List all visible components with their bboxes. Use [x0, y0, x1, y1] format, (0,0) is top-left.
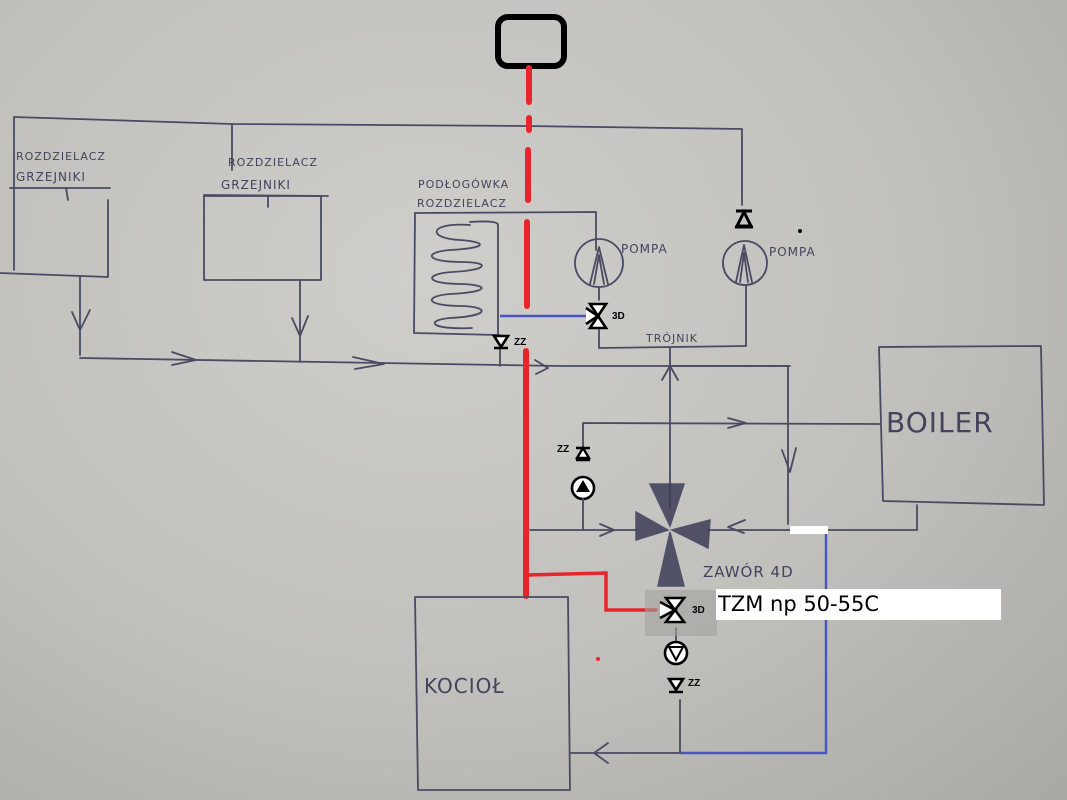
furnace: KOCIOŁ: [414, 596, 571, 791]
three-way-valve-lower-icon: 3D: [659, 596, 705, 624]
tee-pipe: [598, 321, 747, 349]
tee-label: TRÓJNIK: [645, 332, 698, 345]
arrow-right-2: [352, 356, 385, 370]
valve-3d-lower-label: 3D: [692, 605, 705, 616]
boiler-coil-feed: [582, 422, 881, 458]
pump-2: POMPA: [722, 240, 816, 346]
arrow-left-2: [593, 742, 609, 764]
distributor-1-label-top: ROZDZIELACZ: [16, 150, 106, 163]
arrow-right-4: [727, 417, 747, 429]
white-correction-mark: [790, 526, 828, 534]
floor-coil: [430, 223, 483, 330]
arrow-down-3: [781, 447, 797, 473]
arrow-right-1: [171, 351, 197, 366]
pump-1-label: POMPA: [621, 242, 668, 256]
check-valve-upper-label: ZZ: [514, 337, 526, 348]
arrow-down-1: [71, 309, 91, 331]
floor-heating-label-bottom: ROZDZIELACZ: [417, 197, 507, 210]
right-loop-pipe: [669, 365, 789, 525]
check-valve-upper-icon: ZZ: [491, 334, 526, 350]
arrow-right-3: [534, 359, 549, 375]
floor-heating-label-top: PODŁOGÓWKA: [418, 178, 509, 191]
check-valve-lower-icon: ZZ: [666, 677, 700, 694]
furnace-label: KOCIOŁ: [424, 674, 505, 698]
red-dot-mark: [596, 657, 600, 661]
pump-lower-icon: [663, 640, 689, 666]
boiler-outlet: [787, 504, 918, 531]
pump-mid-icon: [570, 475, 596, 501]
top-supply-pipe: [13, 116, 743, 206]
distributor-2-label-top: ROZDZIELACZ: [228, 156, 318, 169]
pump-1: POMPA: [574, 238, 668, 301]
arrow-left-1: [727, 519, 746, 534]
tzm-annotation: TZM np 50-55C: [716, 589, 1001, 620]
check-valve-lower-label: ZZ: [688, 678, 700, 689]
distributor-1-label-bottom: GRZEJNIKI: [16, 170, 86, 184]
pump-2-icon: [735, 244, 753, 283]
distributor-2-label-bottom: GRZEJNIKI: [221, 178, 291, 192]
boiler-tank: BOILER: [878, 345, 1045, 506]
four-way-mixing-valve-icon: [635, 483, 711, 587]
mixing-valve-label: ZAWÓR 4D: [703, 562, 794, 581]
three-way-valve-upper-icon: 3D: [585, 302, 625, 330]
check-valve-top-icon: [734, 208, 754, 229]
distributor-1: ROZDZIELACZ GRZEJNIKI: [0, 150, 111, 278]
floor-heating-distributor: PODŁOGÓWKA ROZDZIELACZ: [413, 178, 597, 336]
dot-mark: [798, 229, 802, 233]
distributor-2: ROZDZIELACZ GRZEJNIKI: [203, 156, 329, 281]
check-valve-mid-label: ZZ: [557, 444, 569, 455]
furnace-return-pipe: [569, 699, 681, 754]
pump-1-icon: [589, 246, 609, 285]
check-valve-mid-icon: ZZ: [557, 444, 592, 462]
pump-2-label: POMPA: [769, 245, 816, 259]
arrow-down-2: [291, 315, 309, 337]
boiler-label: BOILER: [886, 406, 994, 439]
valve-3d-upper-label: 3D: [612, 311, 625, 322]
hot-branch-to-valve: [525, 571, 658, 612]
